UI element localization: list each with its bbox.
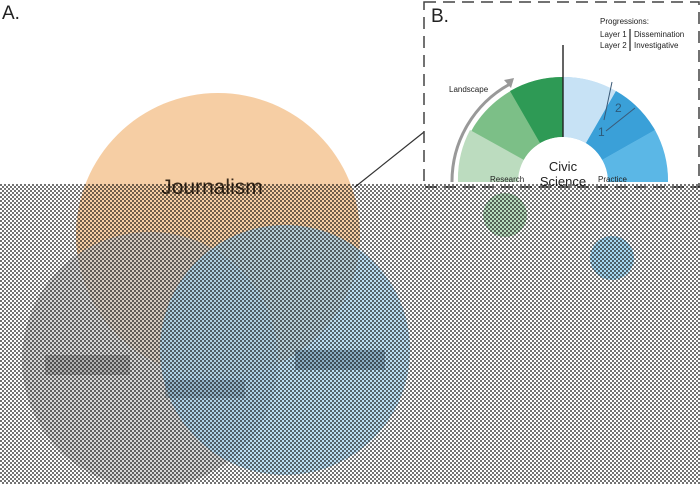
landscape-label: Landscape [449,85,489,94]
center-label-line1: Civic [549,159,578,174]
landscape-arc [450,82,511,183]
progression-arrow-1 [603,81,613,121]
wheel-segment-blue-mid [602,130,669,182]
practice-label: Practice [598,175,627,184]
panel-a-label: A. [2,3,20,24]
zoom-connector-line [354,131,425,188]
wheel-segment-blue-dark [586,91,655,160]
wheel-center [518,137,608,182]
civic-science-wheel [450,45,669,183]
progression-number-1: 1 [598,125,605,139]
research-label: Research [490,175,524,184]
legend-dissemination: Dissemination [634,30,684,39]
progression-number-2: 2 [615,101,622,115]
progressions-title: Progressions: [600,17,649,26]
legend-investigative: Investigative [634,41,679,50]
progression-arrow-2 [605,107,636,132]
legend-layer2: Layer 2 [600,41,627,50]
wheel-segment-green-light [457,130,524,182]
landscape-arrowhead [504,78,514,88]
progressions-legend: Progressions: Layer 1 Layer 2 Disseminat… [600,17,684,51]
wheel-segment-blue-light [563,76,616,143]
dither-noise-overlay [0,184,700,484]
wheel-segment-green-dark [510,76,563,143]
legend-layer1: Layer 1 [600,30,627,39]
panel-b-label: B. [431,6,449,27]
